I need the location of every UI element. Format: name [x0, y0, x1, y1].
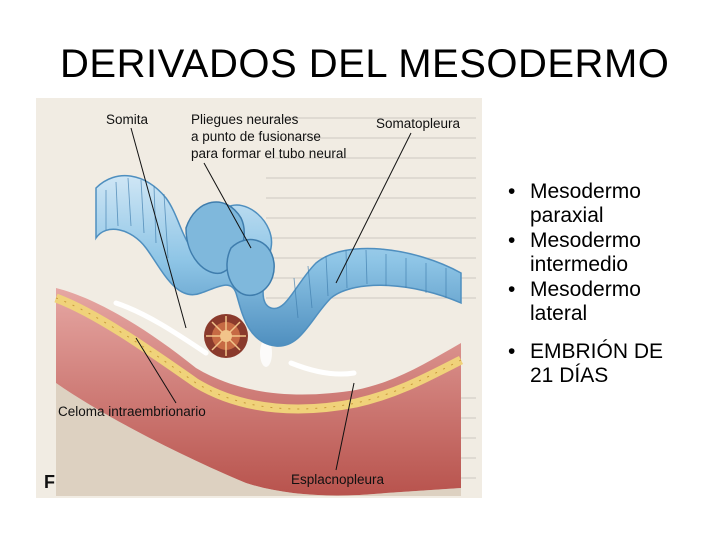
label-pliegues-line1: Pliegues neurales	[191, 112, 299, 127]
bullet-item-paraxial: • Mesodermo paraxial	[504, 180, 714, 228]
bullet-text-line2: lateral	[530, 302, 588, 325]
somite-rosette	[204, 314, 248, 358]
bullet-dot: •	[508, 340, 516, 363]
tissue-base	[56, 383, 461, 496]
neural-tube-right-fold	[226, 238, 275, 297]
panel-letter: F	[44, 472, 55, 492]
bullet-text-line2: intermedio	[530, 253, 629, 276]
bullet-text-line2: paraxial	[530, 204, 604, 227]
bullet-list: • Mesodermo paraxial • Mesodermo interme…	[504, 180, 714, 389]
ectoderm-cell-striations	[105, 177, 447, 319]
label-pliegues-line3: para formar el tubo neural	[191, 146, 346, 161]
label-pliegues-line2: a punto de fusionarse	[191, 129, 321, 144]
bullet-text-line1: Mesodermo	[530, 278, 641, 301]
label-leader-lines	[130, 127, 412, 471]
bullet-text-line2: 21 DÍAS	[530, 364, 609, 387]
bullet-text-line1: EMBRIÓN DE	[530, 340, 664, 363]
coelom-slit-left	[113, 300, 209, 356]
label-somita: Somita	[106, 112, 149, 127]
bullet-text-line1: Mesodermo	[530, 229, 641, 252]
label-celoma: Celoma intraembrionario	[58, 404, 206, 419]
bullet-dot: •	[508, 278, 516, 301]
mesoderm-body-wall	[56, 288, 461, 496]
coelom-slit-right	[288, 360, 357, 377]
bullet-item-lateral: • Mesodermo lateral	[504, 278, 714, 326]
label-somatopleura: Somatopleura	[376, 116, 461, 131]
bullet-item-intermedio: • Mesodermo intermedio	[504, 229, 714, 277]
bullet-dot: •	[508, 229, 516, 252]
embryo-cross-section-figure: Somita Pliegues neurales a punto de fusi…	[36, 98, 482, 498]
bullet-item-embrion: • EMBRIÓN DE 21 DÍAS	[504, 340, 714, 388]
bullet-text-line1: Mesodermo	[530, 180, 641, 203]
label-esplacnopleura: Esplacnopleura	[291, 472, 385, 487]
embryo-illustration: Somita Pliegues neurales a punto de fusi…	[36, 98, 482, 498]
endoderm-cells	[55, 297, 462, 410]
intermediate-mesoderm-cavity	[260, 339, 272, 367]
bullet-dot: •	[508, 180, 516, 203]
slide-title: DERIVADOS DEL MESODERMO	[60, 42, 670, 86]
